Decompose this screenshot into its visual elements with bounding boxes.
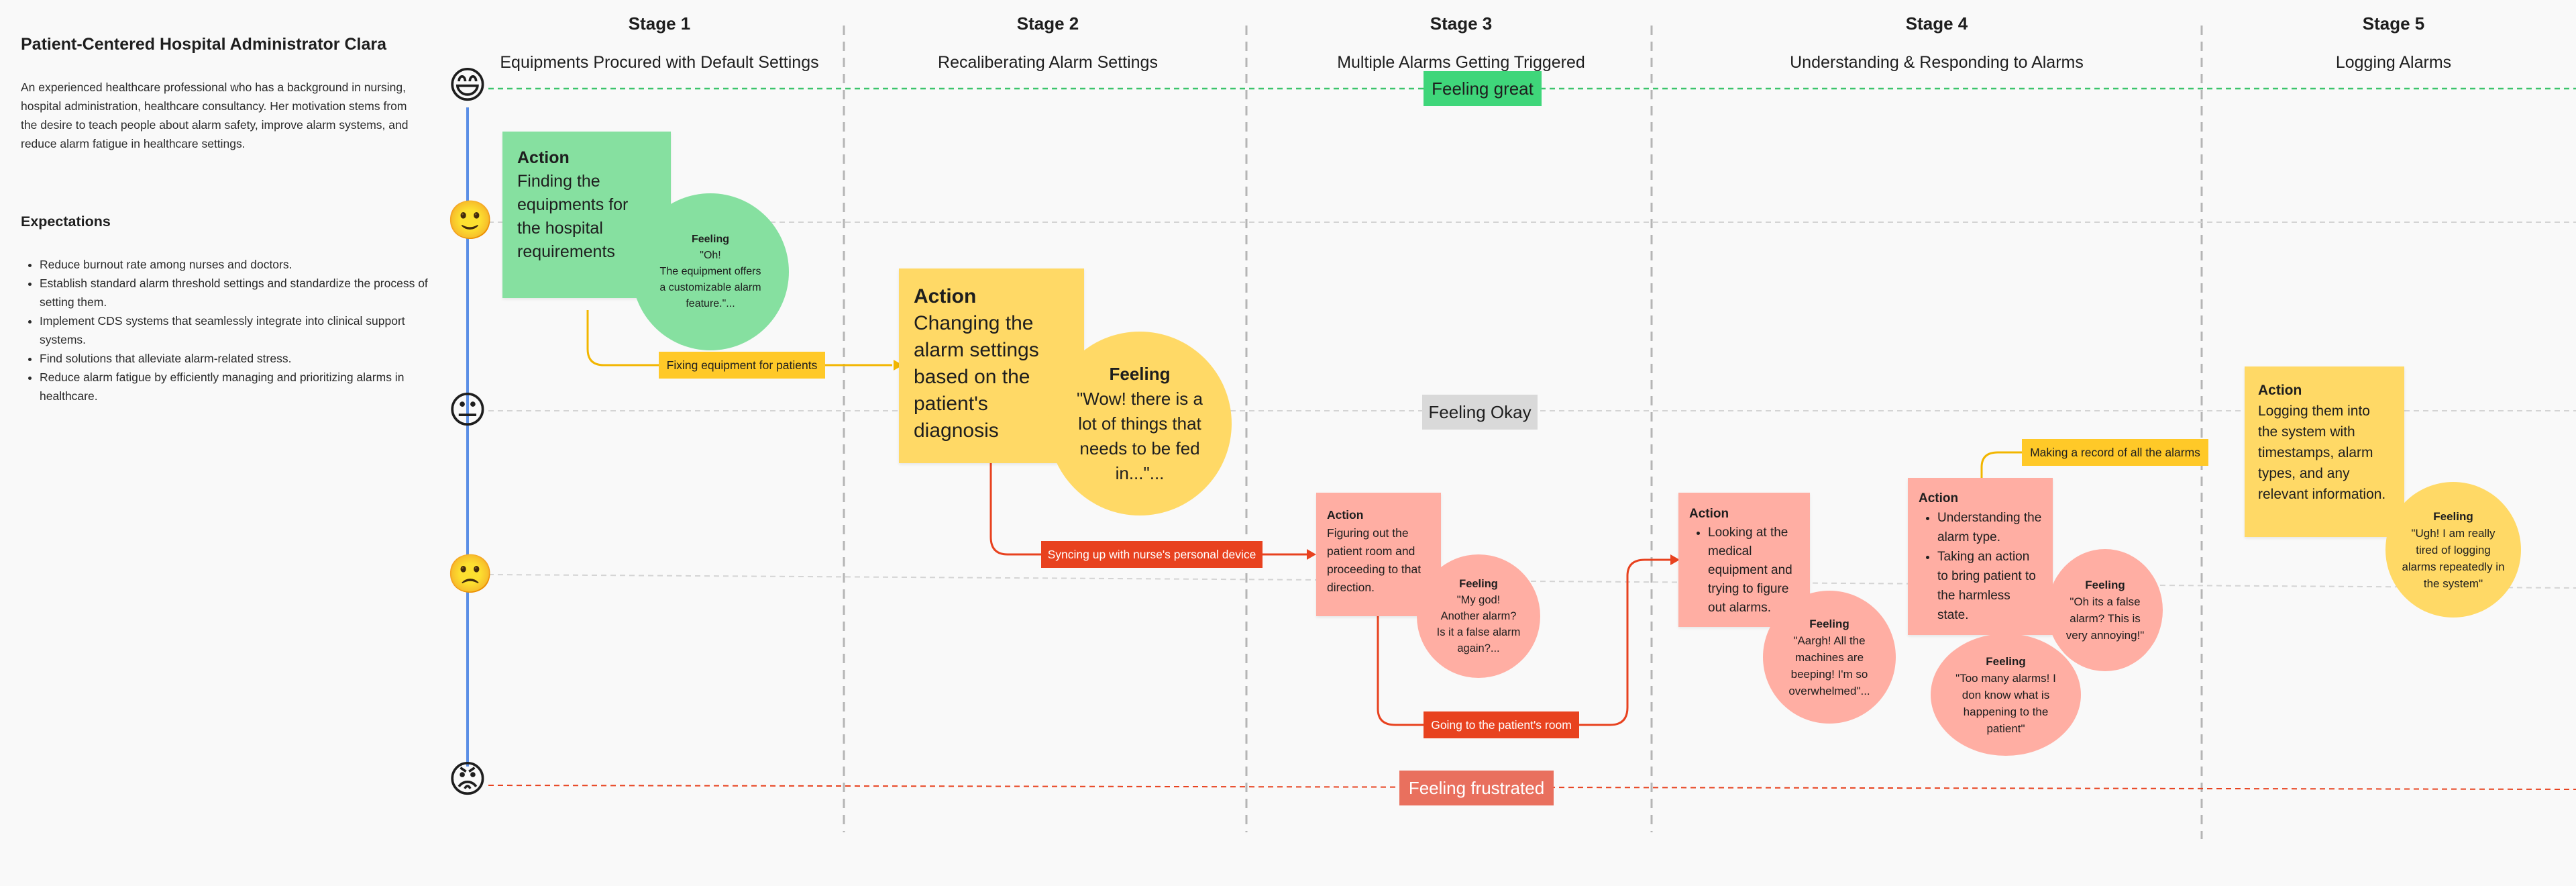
stage5-action-card: Action Logging them into the system with… [2245, 366, 2404, 537]
connector-label-going: Going to the patient's room [1424, 711, 1579, 738]
connector-label-syncing: Syncing up with nurse's personal device [1041, 541, 1263, 568]
expectation-item: Find solutions that alleviate alarm-rela… [40, 349, 430, 368]
stage-header-3: Stage 3 Multiple Alarms Getting Triggere… [1260, 13, 1662, 72]
action-text: Figuring out the patient room and procee… [1327, 526, 1421, 594]
stage4-feeling-bubble-b: Feeling "Oh its a false alarm? This is v… [2047, 549, 2163, 671]
feeling-title: Feeling [1986, 654, 2026, 668]
action-text: Logging them into the system with timest… [2258, 403, 2386, 502]
stage-name: Equipments Procured with Default Setting… [500, 53, 819, 72]
action-title: Action [1919, 491, 1959, 505]
stage-number: Stage 5 [2362, 13, 2425, 34]
feeling-text: "Too many alarms! I don know what is hap… [1955, 671, 2056, 735]
sad-face-icon: 🙁 [447, 552, 494, 595]
expectations-list: Reduce burnout rate among nurses and doc… [21, 255, 430, 405]
angry-face-icon: 😡 [447, 758, 488, 800]
stage-number: Stage 4 [1905, 13, 1968, 34]
stage-header-1: Stage 1 Equipments Procured with Default… [458, 13, 861, 72]
stage-number: Stage 2 [1016, 13, 1079, 34]
feeling-great-pill: Feeling great [1424, 71, 1542, 106]
stage2-feeling-bubble: Feeling "Wow! there is a lot of things t… [1048, 332, 1232, 515]
feeling-title: Feeling [1459, 578, 1498, 590]
expectation-item: Reduce alarm fatigue by efficiently mana… [40, 368, 430, 405]
stage4-action-card-b: Action Understanding the alarm type. Tak… [1908, 478, 2053, 635]
feeling-text: "Oh! The equipment offers a customizable… [659, 250, 761, 309]
action-list: Looking at the medical equipment and try… [1689, 524, 1799, 618]
action-list: Understanding the alarm type. Taking an … [1919, 508, 2042, 625]
feeling-title: Feeling [2085, 579, 2125, 591]
feeling-text: "Aargh! All the machines are beeping! I'… [1788, 634, 1870, 697]
guide [488, 574, 2576, 589]
expectations-title: Expectations [21, 213, 111, 230]
action-title: Action [1327, 508, 1364, 522]
persona-title: Patient-Centered Hospital Administrator … [21, 35, 387, 54]
feeling-text: "My god! Another alarm? Is it a false al… [1436, 594, 1521, 654]
action-text: Finding the equipments for the hospital … [517, 172, 629, 261]
persona-description: An experienced healthcare professional w… [21, 81, 409, 150]
action-text: Understanding the alarm type. [1937, 508, 2042, 547]
connector-label-making: Making a record of all the alarms [2022, 439, 2208, 466]
stage1-feeling-bubble: Feeling "Oh! The equipment offers a cust… [632, 193, 789, 350]
feeling-frustrated-pill: Feeling frustrated [1399, 771, 1554, 805]
stage-number: Stage 1 [628, 13, 691, 34]
action-title: Action [2258, 383, 2302, 398]
expectation-item: Implement CDS systems that seamlessly in… [40, 311, 430, 349]
feeling-text: "Wow! there is a lot of things that need… [1077, 388, 1203, 483]
expectation-item: Establish standard alarm threshold setti… [40, 274, 430, 311]
action-text: Taking an action to bring patient to the… [1937, 547, 2042, 625]
stage4-feeling-bubble-a: Feeling "Aargh! All the machines are bee… [1763, 591, 1896, 724]
happy-face-icon: 🙂 [447, 199, 494, 241]
stage-header-4: Stage 4 Understanding & Responding to Al… [1735, 13, 2138, 72]
stage-name: Multiple Alarms Getting Triggered [1337, 53, 1585, 72]
stage1-action-card: Action Finding the equipments for the ho… [502, 132, 671, 298]
action-text: Changing the alarm settings based on the… [914, 312, 1039, 442]
action-title: Action [517, 148, 570, 167]
feeling-title: Feeling [1809, 617, 1849, 630]
feeling-okay-pill: Feeling Okay [1422, 395, 1538, 430]
feeling-title: Feeling [2433, 509, 2473, 523]
feeling-text: "Oh its a false alarm? This is very anno… [2065, 595, 2145, 642]
action-text: Looking at the medical equipment and try… [1708, 524, 1799, 618]
action-title: Action [914, 285, 977, 307]
stage-number: Stage 3 [1430, 13, 1493, 34]
expectation-item: Reduce burnout rate among nurses and doc… [40, 255, 430, 274]
very-happy-face-icon: 😄 [447, 64, 488, 106]
stage-name: Understanding & Responding to Alarms [1790, 53, 2084, 72]
connector-label-fixing: Fixing equipment for patients [659, 352, 825, 379]
stage-header-2: Stage 2 Recaliberating Alarm Settings [847, 13, 1249, 72]
action-title: Action [1689, 507, 1729, 521]
stage4-feeling-bubble-c: Feeling "Too many alarms! I don know wha… [1931, 634, 2081, 756]
feeling-title: Feeling [691, 234, 729, 245]
stage-name: Logging Alarms [2335, 53, 2452, 72]
feeling-title: Feeling [1109, 363, 1171, 384]
stage5-feeling-bubble: Feeling "Ugh! I am really tired of loggi… [2385, 482, 2521, 618]
stage3-feeling-bubble: Feeling "My god! Another alarm? Is it a … [1417, 554, 1540, 678]
neutral-face-icon: 😐 [447, 389, 488, 431]
stage-header-5: Stage 5 Logging Alarms [2192, 13, 2576, 72]
stage-name: Recaliberating Alarm Settings [938, 53, 1158, 72]
feeling-text: "Ugh! I am really tired of logging alarm… [2402, 526, 2505, 590]
